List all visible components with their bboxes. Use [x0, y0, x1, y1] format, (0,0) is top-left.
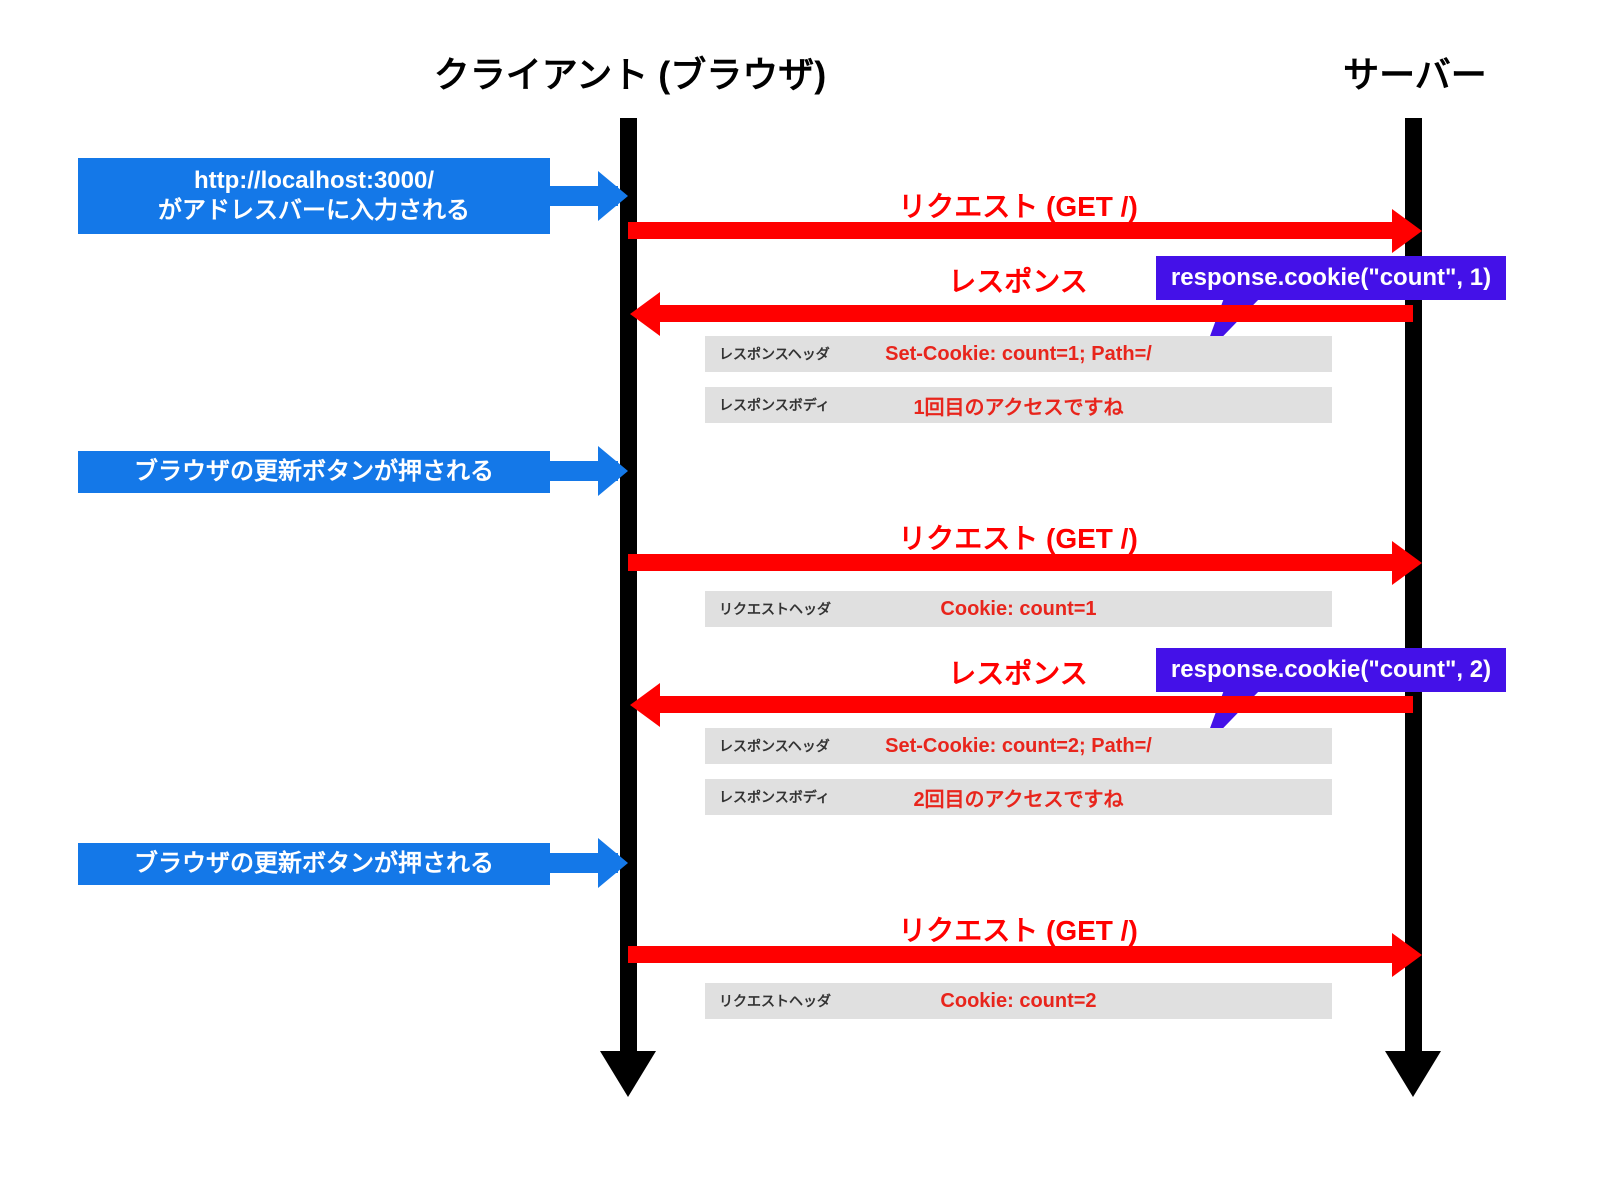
message-label-request-1: リクエスト (GET /)	[898, 191, 1138, 222]
note-arrow-head-3	[598, 838, 628, 888]
lifeline-server-arrowhead	[1385, 1051, 1441, 1097]
note-reload-pressed-2: ブラウザの更新ボタンが押される	[78, 843, 550, 885]
detail-key-response-body-1: レスポンスボディ	[719, 397, 830, 413]
message-arrowhead-request-3	[1392, 933, 1422, 977]
message-shaft-request-3	[628, 946, 1400, 963]
message-arrowhead-response-1	[630, 292, 660, 336]
detail-key-response-body-2: レスポンスボディ	[719, 789, 830, 805]
detail-row-response-body-1: レスポンスボディ 1回目のアクセスですね	[705, 387, 1332, 423]
detail-key-response-header-2: レスポンスヘッダ	[719, 738, 830, 754]
detail-key-response-header-1: レスポンスヘッダ	[719, 346, 830, 362]
detail-row-request-header-2: リクエストヘッダ Cookie: count=2	[705, 983, 1332, 1019]
note-reload-pressed-2-line1: ブラウザの更新ボタンが押される	[134, 850, 494, 877]
message-label-request-3: リクエスト (GET /)	[898, 915, 1138, 946]
lifeline-client-arrowhead	[600, 1051, 656, 1097]
message-arrowhead-response-2	[630, 683, 660, 727]
message-label-response-1: レスポンス	[948, 266, 1088, 297]
message-label-request-2: リクエスト (GET /)	[898, 523, 1138, 554]
message-arrowhead-request-1	[1392, 209, 1422, 253]
lifeline-client	[620, 118, 637, 1056]
detail-row-response-header-2: レスポンスヘッダ Set-Cookie: count=2; Path=/	[705, 728, 1332, 764]
detail-row-request-header-1: リクエストヘッダ Cookie: count=1	[705, 591, 1332, 627]
detail-value-response-body-1: 1回目のアクセスですね	[913, 396, 1124, 419]
detail-key-request-header-2: リクエストヘッダ	[719, 993, 831, 1009]
message-shaft-response-1	[660, 305, 1413, 322]
detail-value-response-header-2: Set-Cookie: count=2; Path=/	[885, 734, 1152, 757]
note-url-entered-line1: http://localhost:3000/	[193, 167, 435, 194]
message-shaft-request-2	[628, 554, 1400, 571]
detail-value-response-body-2: 2回目のアクセスですね	[913, 788, 1124, 811]
note-reload-pressed-1: ブラウザの更新ボタンが押される	[78, 451, 550, 493]
note-arrow-head-1	[598, 171, 628, 221]
detail-key-request-header-1: リクエストヘッダ	[719, 601, 831, 617]
note-arrow-head-2	[598, 446, 628, 496]
lifeline-server	[1405, 118, 1422, 1056]
message-label-response-2: レスポンス	[948, 658, 1088, 689]
note-reload-pressed-1-line1: ブラウザの更新ボタンが押される	[134, 458, 494, 485]
detail-value-request-header-1: Cookie: count=1	[940, 597, 1097, 620]
callout-response-cookie-2: response.cookie("count", 2)	[1156, 648, 1506, 692]
message-shaft-response-2	[660, 696, 1413, 713]
note-url-entered: http://localhost:3000/ がアドレスバーに入力される	[78, 158, 550, 234]
note-url-entered-line2: がアドレスバーに入力される	[158, 197, 470, 224]
detail-row-response-body-2: レスポンスボディ 2回目のアクセスですね	[705, 779, 1332, 815]
callout-response-cookie-1: response.cookie("count", 1)	[1156, 256, 1506, 300]
message-arrowhead-request-2	[1392, 541, 1422, 585]
detail-value-response-header-1: Set-Cookie: count=1; Path=/	[885, 342, 1152, 365]
detail-value-request-header-2: Cookie: count=2	[940, 989, 1097, 1012]
participant-label-server: サーバー	[1343, 54, 1487, 95]
participant-label-client: クライアント (ブラウザ)	[433, 54, 827, 95]
detail-row-response-header-1: レスポンスヘッダ Set-Cookie: count=1; Path=/	[705, 336, 1332, 372]
message-shaft-request-1	[628, 222, 1400, 239]
